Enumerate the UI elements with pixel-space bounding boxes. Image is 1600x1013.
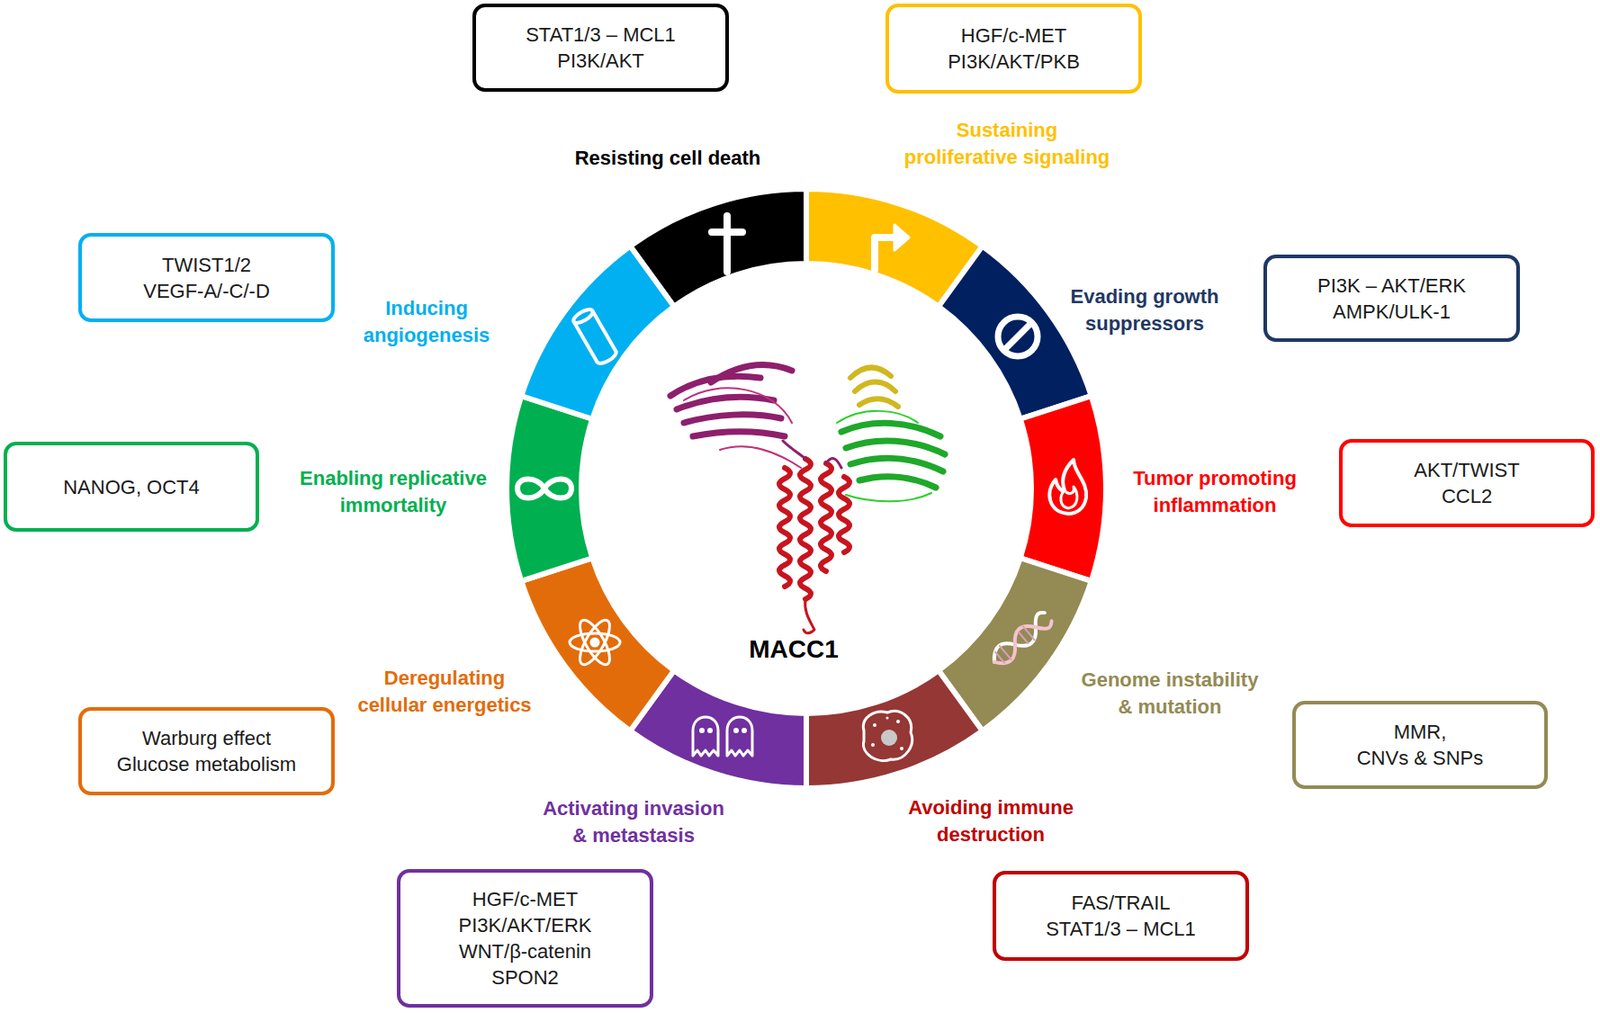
pathway-text: SPON2 bbox=[491, 964, 559, 991]
pathway-text: CCL2 bbox=[1441, 483, 1493, 510]
pathway-text: STAT1/3 – MCL1 bbox=[525, 21, 676, 48]
hallmark-label: Deregulating cellular energetics bbox=[323, 665, 567, 720]
pathway-text: PI3K/AKT bbox=[557, 47, 645, 74]
pathway-box: AKT/TWISTCCL2 bbox=[1339, 439, 1595, 528]
pathway-text: VEGF-A/-C/-D bbox=[143, 278, 270, 305]
pathway-text: MMR, bbox=[1393, 719, 1448, 746]
ring-segment bbox=[938, 246, 1092, 420]
pathway-text: FAS/TRAIL bbox=[1070, 889, 1170, 917]
hallmark-label: Activating invasion & metastasis bbox=[516, 795, 751, 850]
hallmark-label: Enabling replicative immortality bbox=[276, 465, 511, 520]
hallmark-label: Resisting cell death bbox=[532, 144, 803, 172]
hallmark-ring bbox=[506, 188, 1106, 789]
pathway-box: FAS/TRAILSTAT1/3 – MCL1 bbox=[992, 871, 1250, 962]
pathway-box: NANOG, OCT4 bbox=[3, 441, 260, 532]
pathway-box: HGF/c-METPI3K/AKT/PKB bbox=[885, 3, 1142, 94]
pathway-text: PI3K/AKT/ERK bbox=[458, 912, 593, 939]
pathway-box: STAT1/3 – MCL1PI3K/AKT bbox=[472, 3, 729, 92]
pathway-text: Warburg effect bbox=[142, 725, 271, 752]
ring-segment bbox=[521, 246, 675, 420]
ring-segment bbox=[1020, 395, 1106, 582]
hallmark-label: Genome instability & mutation bbox=[1057, 666, 1283, 721]
hallmark-label: Tumor promoting inflammation bbox=[1111, 465, 1319, 520]
protein-name: MACC1 bbox=[730, 634, 857, 666]
segment-icons bbox=[517, 215, 1087, 762]
pathway-text: PI3K/AKT/PKB bbox=[947, 48, 1080, 75]
pathway-box: HGF/c-METPI3K/AKT/ERKWNT/β-cateninSPON2 bbox=[396, 869, 654, 1008]
pathway-text: AKT/TWIST bbox=[1413, 457, 1520, 484]
ring-segment bbox=[521, 557, 675, 731]
pathway-text: TWIST1/2 bbox=[161, 251, 252, 279]
pathway-box: MMR,CNVs & SNPs bbox=[1292, 701, 1548, 790]
pathway-text: CNVs & SNPs bbox=[1357, 745, 1484, 772]
hallmark-label: Avoiding immune destruction bbox=[887, 794, 1095, 849]
pathway-text: HGF/c-MET bbox=[472, 886, 578, 913]
ring-segment bbox=[806, 670, 983, 789]
ring-segment bbox=[506, 395, 593, 582]
hallmark-label: Inducing angiogenesis bbox=[354, 295, 499, 350]
pathway-text: STAT1/3 – MCL1 bbox=[1045, 916, 1196, 943]
pathway-box: PI3K – AKT/ERKAMPK/ULK-1 bbox=[1263, 254, 1520, 342]
pathway-text: AMPK/ULK-1 bbox=[1332, 298, 1451, 325]
hallmark-label: Evading growth suppressors bbox=[1050, 283, 1240, 338]
pathway-text: WNT/β-catenin bbox=[458, 938, 592, 965]
pathway-text: Glucose metabolism bbox=[116, 751, 297, 778]
pathway-text: NANOG, OCT4 bbox=[62, 474, 200, 501]
macc1-protein-structure bbox=[670, 365, 945, 634]
hallmark-label: Sustaining proliferative signaling bbox=[885, 116, 1129, 171]
pathway-text: HGF/c-MET bbox=[961, 22, 1067, 49]
pathway-text: PI3K – AKT/ERK bbox=[1317, 272, 1466, 299]
pathway-box: Warburg effectGlucose metabolism bbox=[78, 707, 335, 796]
pathway-box: TWIST1/2VEGF-A/-C/-D bbox=[78, 233, 335, 323]
